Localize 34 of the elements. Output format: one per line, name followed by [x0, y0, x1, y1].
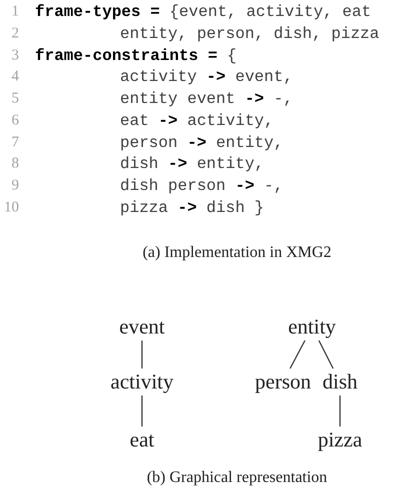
line-number: 8: [12, 155, 19, 173]
line-number: 6: [12, 112, 19, 130]
line-number: 2: [12, 25, 19, 43]
node-label: dish: [320, 368, 360, 396]
code-line: eat -> activity,: [120, 112, 274, 130]
node-label: event: [117, 313, 167, 341]
code-line: frame-constraints = {: [35, 46, 237, 66]
node-label: entity: [286, 313, 338, 341]
code-line: person -> entity,: [120, 134, 284, 152]
connector-line: [141, 340, 143, 368]
connector-line: [290, 340, 306, 369]
code-line: dish -> entity,: [120, 154, 264, 174]
code-line: pizza -> dish }: [120, 198, 264, 218]
line-number: 3: [12, 47, 19, 65]
figure-caption: (a) Implementation in XMG2: [142, 244, 332, 262]
code-line: activity -> event,: [120, 68, 293, 86]
connector-line: [141, 396, 143, 426]
node-label: eat: [128, 426, 156, 454]
line-number: 10: [4, 199, 19, 217]
line-number: 5: [12, 90, 19, 108]
node-label: person: [253, 368, 313, 396]
node-label: activity: [108, 368, 176, 396]
figure-caption: (b) Graphical representation: [146, 468, 328, 487]
code-line: frame-types = {event, activity, eat: [35, 2, 372, 22]
code-line: entity, person, dish, pizza: [120, 24, 380, 44]
line-number: 9: [12, 177, 19, 195]
code-line: entity event -> -,: [120, 90, 293, 108]
line-number: 4: [12, 68, 19, 86]
node-label: pizza: [316, 426, 364, 454]
line-number: 1: [12, 3, 19, 21]
connector-line: [318, 340, 334, 369]
connector-line: [339, 396, 341, 426]
code-line: dish person -> -,: [120, 176, 284, 196]
line-number: 7: [12, 134, 19, 152]
